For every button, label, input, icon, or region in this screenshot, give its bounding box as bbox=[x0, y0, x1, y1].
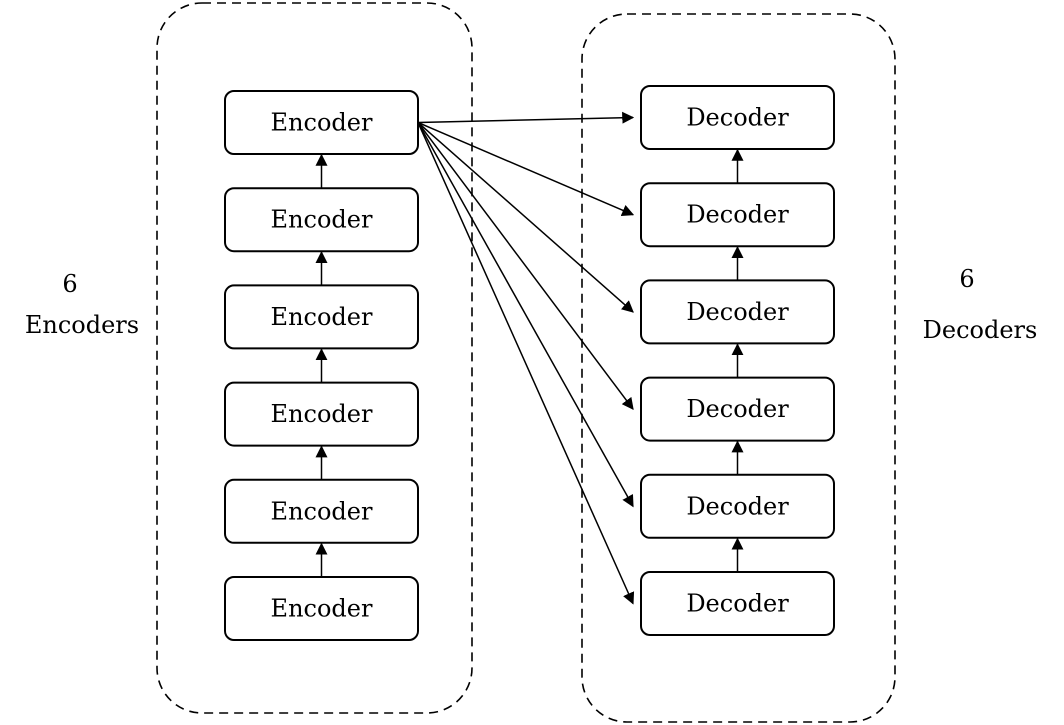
decoder-block: Decoder bbox=[640, 376, 835, 442]
encoder-label: Encoder bbox=[271, 109, 373, 137]
encoder-block: Encoder bbox=[224, 478, 419, 544]
decoder-box bbox=[640, 279, 835, 345]
encoder-label: Encoder bbox=[271, 497, 373, 525]
decoder-label: Decoder bbox=[686, 201, 789, 229]
decoder-block: Decoder bbox=[640, 571, 835, 636]
encoder-decoder-arrow bbox=[417, 121, 634, 313]
decoder-block: Decoder bbox=[640, 473, 835, 539]
encoder-stack: EncoderEncoderEncoderEncoderEncoderEncod… bbox=[224, 90, 419, 641]
decoder-stack: DecoderDecoderDecoderDecoderDecoderDecod… bbox=[640, 85, 835, 636]
encoder-decoder-arrow bbox=[417, 121, 635, 216]
encoder-block: Encoder bbox=[224, 381, 419, 447]
encoder-decoder-arrow bbox=[417, 122, 634, 411]
encoder-block: Encoder bbox=[224, 576, 419, 641]
encoder-group-border bbox=[156, 2, 473, 714]
encoder-block: Encoder bbox=[224, 90, 419, 155]
decoder-count-label: 6 bbox=[959, 265, 974, 293]
decoder-box bbox=[640, 85, 835, 150]
decoder-block: Decoder bbox=[640, 182, 835, 248]
decoder-block: Decoder bbox=[640, 279, 835, 345]
decoder-box bbox=[640, 182, 835, 248]
decoder-label: Decoder bbox=[686, 298, 789, 326]
encoder-block: Encoder bbox=[224, 284, 419, 350]
decoder-label: Decoder bbox=[686, 104, 789, 132]
encoder-block: Encoder bbox=[224, 187, 419, 253]
decoder-box bbox=[640, 473, 835, 539]
encoder-label: Encoder bbox=[271, 206, 373, 234]
encoder-decoder-arrow bbox=[417, 111, 635, 124]
encoder-box bbox=[224, 381, 419, 447]
decoder-group-border bbox=[581, 13, 896, 723]
decoder-label: Decoder bbox=[686, 590, 789, 618]
encoder-decoder-arrow bbox=[417, 122, 634, 508]
encoder-box bbox=[224, 284, 419, 350]
encoder-box bbox=[224, 187, 419, 253]
decoder-box bbox=[640, 571, 835, 636]
encoder-group-label: Encoders bbox=[25, 311, 139, 339]
encoder-label: Encoder bbox=[271, 303, 373, 331]
decoder-box bbox=[640, 376, 835, 442]
encoder-decoder-arrow bbox=[417, 122, 635, 605]
decoder-label: Decoder bbox=[686, 492, 789, 520]
encoder-box bbox=[224, 90, 419, 155]
encoder-label: Encoder bbox=[271, 595, 373, 623]
encoder-count-label: 6 bbox=[62, 270, 77, 298]
decoder-label: Decoder bbox=[686, 395, 789, 423]
decoder-group-label: Decoders bbox=[923, 316, 1038, 344]
encoder-label: Encoder bbox=[271, 400, 373, 428]
decoder-block: Decoder bbox=[640, 85, 835, 150]
encoder-box bbox=[224, 478, 419, 544]
edges bbox=[315, 111, 744, 605]
encoder-box bbox=[224, 576, 419, 641]
